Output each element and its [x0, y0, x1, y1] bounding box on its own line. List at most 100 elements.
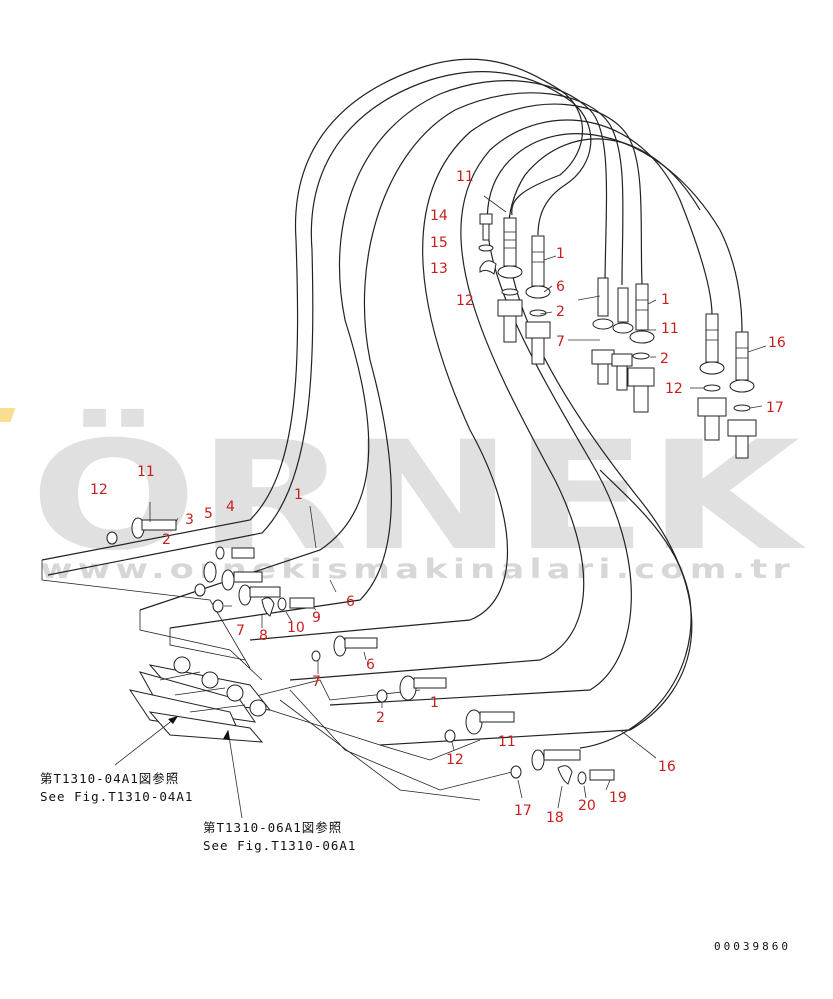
callout: 11 — [661, 321, 679, 337]
washer-5-left — [215, 546, 225, 560]
callout: 16 — [768, 335, 786, 351]
watermark: ÖRNEK www.ornekismakinalari.com.tr — [0, 408, 806, 585]
hose-line-8 — [379, 138, 701, 746]
callout: 19 — [609, 790, 627, 806]
watermark-accent-right — [0, 408, 16, 422]
hose-line-7 — [329, 133, 743, 706]
hose-line-2 — [47, 71, 592, 576]
callout: 11 — [137, 464, 155, 480]
callout: 14 — [430, 208, 448, 224]
callout: 4 — [226, 499, 235, 515]
leader-lines — [114, 195, 767, 819]
document-number: 00039860 — [714, 940, 791, 953]
washer-10-left — [277, 597, 287, 611]
clamp-18-low — [557, 765, 573, 785]
callout: 13 — [430, 261, 448, 277]
hose-route-c — [169, 628, 246, 661]
callout: 12 — [90, 482, 108, 498]
hose-bundle — [41, 58, 743, 801]
oring-12-mid — [444, 729, 456, 743]
watermark-brand: ÖRNEK — [30, 408, 806, 584]
callout: 10 — [287, 620, 305, 636]
callout: 11 — [456, 169, 474, 185]
callout: 1 — [661, 292, 670, 308]
hose-line-4 — [169, 92, 624, 629]
fitting-1-left — [221, 569, 235, 591]
callout: 1 — [294, 487, 303, 503]
hose-route-d — [239, 679, 421, 701]
callout: 9 — [312, 610, 321, 626]
callout: 2 — [162, 532, 171, 548]
clamp-3-left — [203, 561, 217, 583]
hose-line-5 — [249, 103, 643, 641]
washer-15 — [478, 244, 494, 252]
ref-note-1-en: See Fig.T1310-04A1 — [40, 789, 193, 804]
bolt-9-left — [289, 597, 315, 609]
callout: 15 — [430, 235, 448, 251]
fitting-6-top — [597, 277, 609, 317]
fitting-11-mid — [635, 283, 649, 331]
hose-route-a — [41, 560, 251, 669]
callout: 12 — [446, 752, 464, 768]
callout: 5 — [204, 506, 213, 522]
ref-note-1-jp: 第T1310-04A1図参照 — [40, 771, 179, 786]
arrow-ref-2 — [223, 730, 230, 740]
hose-route-g — [279, 699, 481, 801]
callout: 7 — [312, 674, 321, 690]
washer-20-low — [577, 771, 587, 785]
callout: 17 — [514, 803, 532, 819]
callout: 1 — [430, 695, 439, 711]
hose-line-6 — [289, 119, 713, 681]
bolt-19-low — [589, 769, 615, 781]
hose-16-lower — [579, 469, 692, 749]
oring-2-mid — [376, 689, 388, 703]
callout: 12 — [665, 381, 683, 397]
lower-fittings — [311, 635, 615, 785]
left-fittings — [106, 517, 315, 617]
oring-12-left — [106, 531, 118, 545]
callout: 7 — [556, 334, 565, 350]
fitting-16-low — [531, 749, 545, 771]
callout: 16 — [658, 759, 676, 775]
oring-17-low — [510, 765, 522, 779]
callout: 12 — [456, 293, 474, 309]
ref-note-2-en: See Fig.T1310-06A1 — [203, 838, 356, 853]
fitting-11-top — [503, 217, 517, 267]
bolt-4-left — [231, 547, 255, 559]
watermark-url: www.ornekismakinalari.com.tr — [40, 554, 795, 585]
hose-route-e — [269, 709, 481, 761]
callout: 17 — [766, 400, 784, 416]
callout: 2 — [556, 304, 565, 320]
callout: 6 — [366, 657, 375, 673]
manifold-block — [128, 656, 272, 743]
callout: 8 — [259, 628, 268, 644]
clamp-8-left — [261, 597, 275, 617]
callout: 2 — [660, 351, 669, 367]
callout-numbers: 11 14 15 13 12 1 6 2 7 1 11 2 16 12 17 1… — [90, 169, 786, 826]
fitting-6-left — [238, 584, 252, 606]
fitting-6-mid — [333, 635, 347, 657]
callout: 11 — [498, 734, 516, 750]
fitting-16-a — [705, 313, 719, 363]
ref-note-2-jp: 第T1310-06A1図参照 — [203, 820, 342, 835]
callout: 1 — [556, 246, 565, 262]
callout: 6 — [346, 594, 355, 610]
callout: 2 — [376, 710, 385, 726]
callout: 20 — [578, 798, 596, 814]
hose-line-3 — [139, 80, 608, 611]
fitting-16-b — [735, 331, 749, 381]
callout: 3 — [185, 512, 194, 528]
top-fittings — [478, 213, 757, 459]
oring-7-left — [212, 599, 224, 613]
reference-notes: 第T1310-04A1図参照 See Fig.T1310-04A1 第T1310… — [40, 771, 356, 853]
hose-line-1 — [41, 58, 583, 561]
arrow-ref-1 — [168, 716, 178, 724]
callout: 7 — [236, 623, 245, 639]
bolt-14 — [479, 213, 493, 225]
hose-route-b — [139, 610, 263, 681]
oring-7-mid — [311, 650, 321, 662]
fitting-1-top — [531, 235, 545, 287]
hose-route-f — [289, 689, 521, 791]
clamp-13 — [479, 260, 497, 275]
